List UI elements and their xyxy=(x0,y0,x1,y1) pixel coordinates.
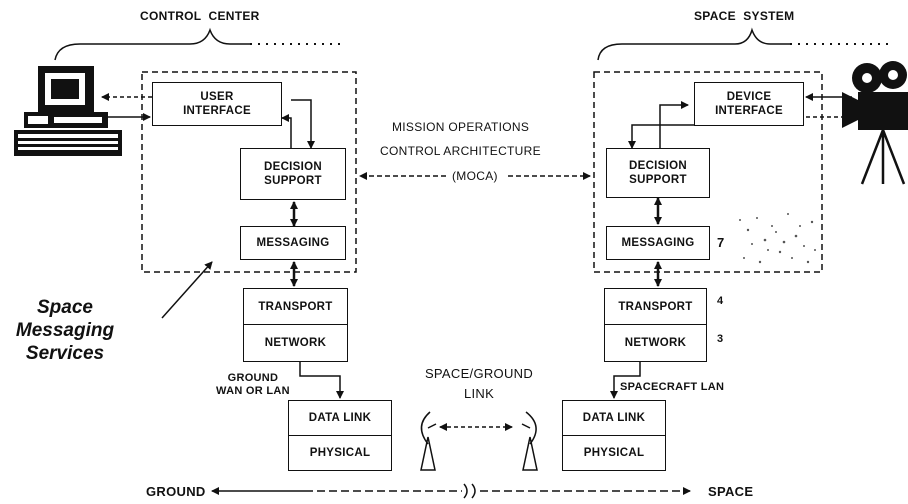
ss-decision-support-box: DECISION SUPPORT xyxy=(606,148,710,198)
cc-data-link-box: DATA LINK xyxy=(288,400,392,436)
ground-lan-text: GROUND WAN OR LAN xyxy=(216,372,290,397)
ss-physical-label: PHYSICAL xyxy=(583,447,645,459)
control-center-brace xyxy=(54,27,250,61)
layer-number-network: 3 xyxy=(717,333,724,345)
ds-to-device-connector xyxy=(659,101,689,150)
moca-line3: (MOCA) xyxy=(452,169,498,183)
computer-workstation-icon xyxy=(14,66,122,156)
network-to-datalink-arrow xyxy=(299,362,344,399)
cc-transport-box: TRANSPORT xyxy=(243,288,348,325)
user-interface-label: USER INTERFACE xyxy=(183,91,251,117)
ground-antenna-icon xyxy=(420,411,437,471)
cc-physical-label: PHYSICAL xyxy=(309,447,371,459)
ground-label: GROUND xyxy=(146,484,206,499)
device-to-ds-connector xyxy=(628,124,694,149)
cc-data-link-label: DATA LINK xyxy=(308,412,372,424)
layer-number-messaging: 7 xyxy=(717,235,725,250)
device-interface-label: DEVICE INTERFACE xyxy=(715,91,783,117)
ss-data-link-label: DATA LINK xyxy=(582,412,646,424)
space-messaging-services-text: Space Messaging Services xyxy=(15,297,115,364)
noise-speckle xyxy=(739,213,816,264)
cc-network-box: NETWORK xyxy=(243,324,348,362)
movie-camera-icon xyxy=(842,61,908,185)
space-system-title: SPACE SYSTEM xyxy=(694,9,795,23)
cc-physical-box: PHYSICAL xyxy=(288,435,392,471)
ss-physical-box: PHYSICAL xyxy=(562,435,666,471)
cc-messaging-box: MESSAGING xyxy=(240,226,346,260)
cc-decision-support-label: DECISION SUPPORT xyxy=(264,161,322,187)
space-antenna-icon xyxy=(521,411,538,471)
ss-data-link-box: DATA LINK xyxy=(562,400,666,436)
ui-to-ds-connector xyxy=(291,99,315,149)
layer-number-transport: 4 xyxy=(717,295,724,307)
axis-break xyxy=(463,483,476,499)
sms-pointer-arrow xyxy=(161,261,213,319)
spacecraft-lan-label: SPACECRAFT LAN xyxy=(620,381,725,393)
space-label: SPACE xyxy=(708,484,754,499)
ss-transport-box: TRANSPORT xyxy=(604,288,707,325)
moca-line2: CONTROL ARCHITECTURE xyxy=(380,144,541,158)
ss-decision-support-label: DECISION SUPPORT xyxy=(629,160,687,186)
cc-decision-support-box: DECISION SUPPORT xyxy=(240,148,346,200)
ground-lan-label: GROUND WAN OR LAN xyxy=(216,372,290,398)
space-ground-link-label: SPACE/GROUND LINK xyxy=(404,364,554,404)
ss-transport-label: TRANSPORT xyxy=(618,300,693,313)
control-center-boundary xyxy=(141,71,357,273)
cc-messaging-label: MESSAGING xyxy=(256,237,330,249)
user-interface-box: USER INTERFACE xyxy=(152,82,282,126)
space-system-brace xyxy=(597,27,790,61)
device-interface-box: DEVICE INTERFACE xyxy=(694,82,804,126)
spacecraft-lan-arrow xyxy=(610,362,641,399)
space-messaging-services-label: Space Messaging Services xyxy=(10,296,120,365)
control-center-title: CONTROL CENTER xyxy=(140,9,260,23)
ss-messaging-box: MESSAGING xyxy=(606,226,710,260)
ss-network-box: NETWORK xyxy=(604,324,707,362)
space-ground-link-text: SPACE/GROUND LINK xyxy=(424,366,534,401)
ds-to-ui-connector xyxy=(281,114,292,148)
cc-network-label: NETWORK xyxy=(264,337,327,349)
moca-line1: MISSION OPERATIONS xyxy=(392,120,530,134)
cc-transport-label: TRANSPORT xyxy=(258,300,333,313)
space-system-boundary xyxy=(593,71,823,273)
ss-network-label: NETWORK xyxy=(624,337,687,349)
ss-messaging-label: MESSAGING xyxy=(621,237,695,249)
